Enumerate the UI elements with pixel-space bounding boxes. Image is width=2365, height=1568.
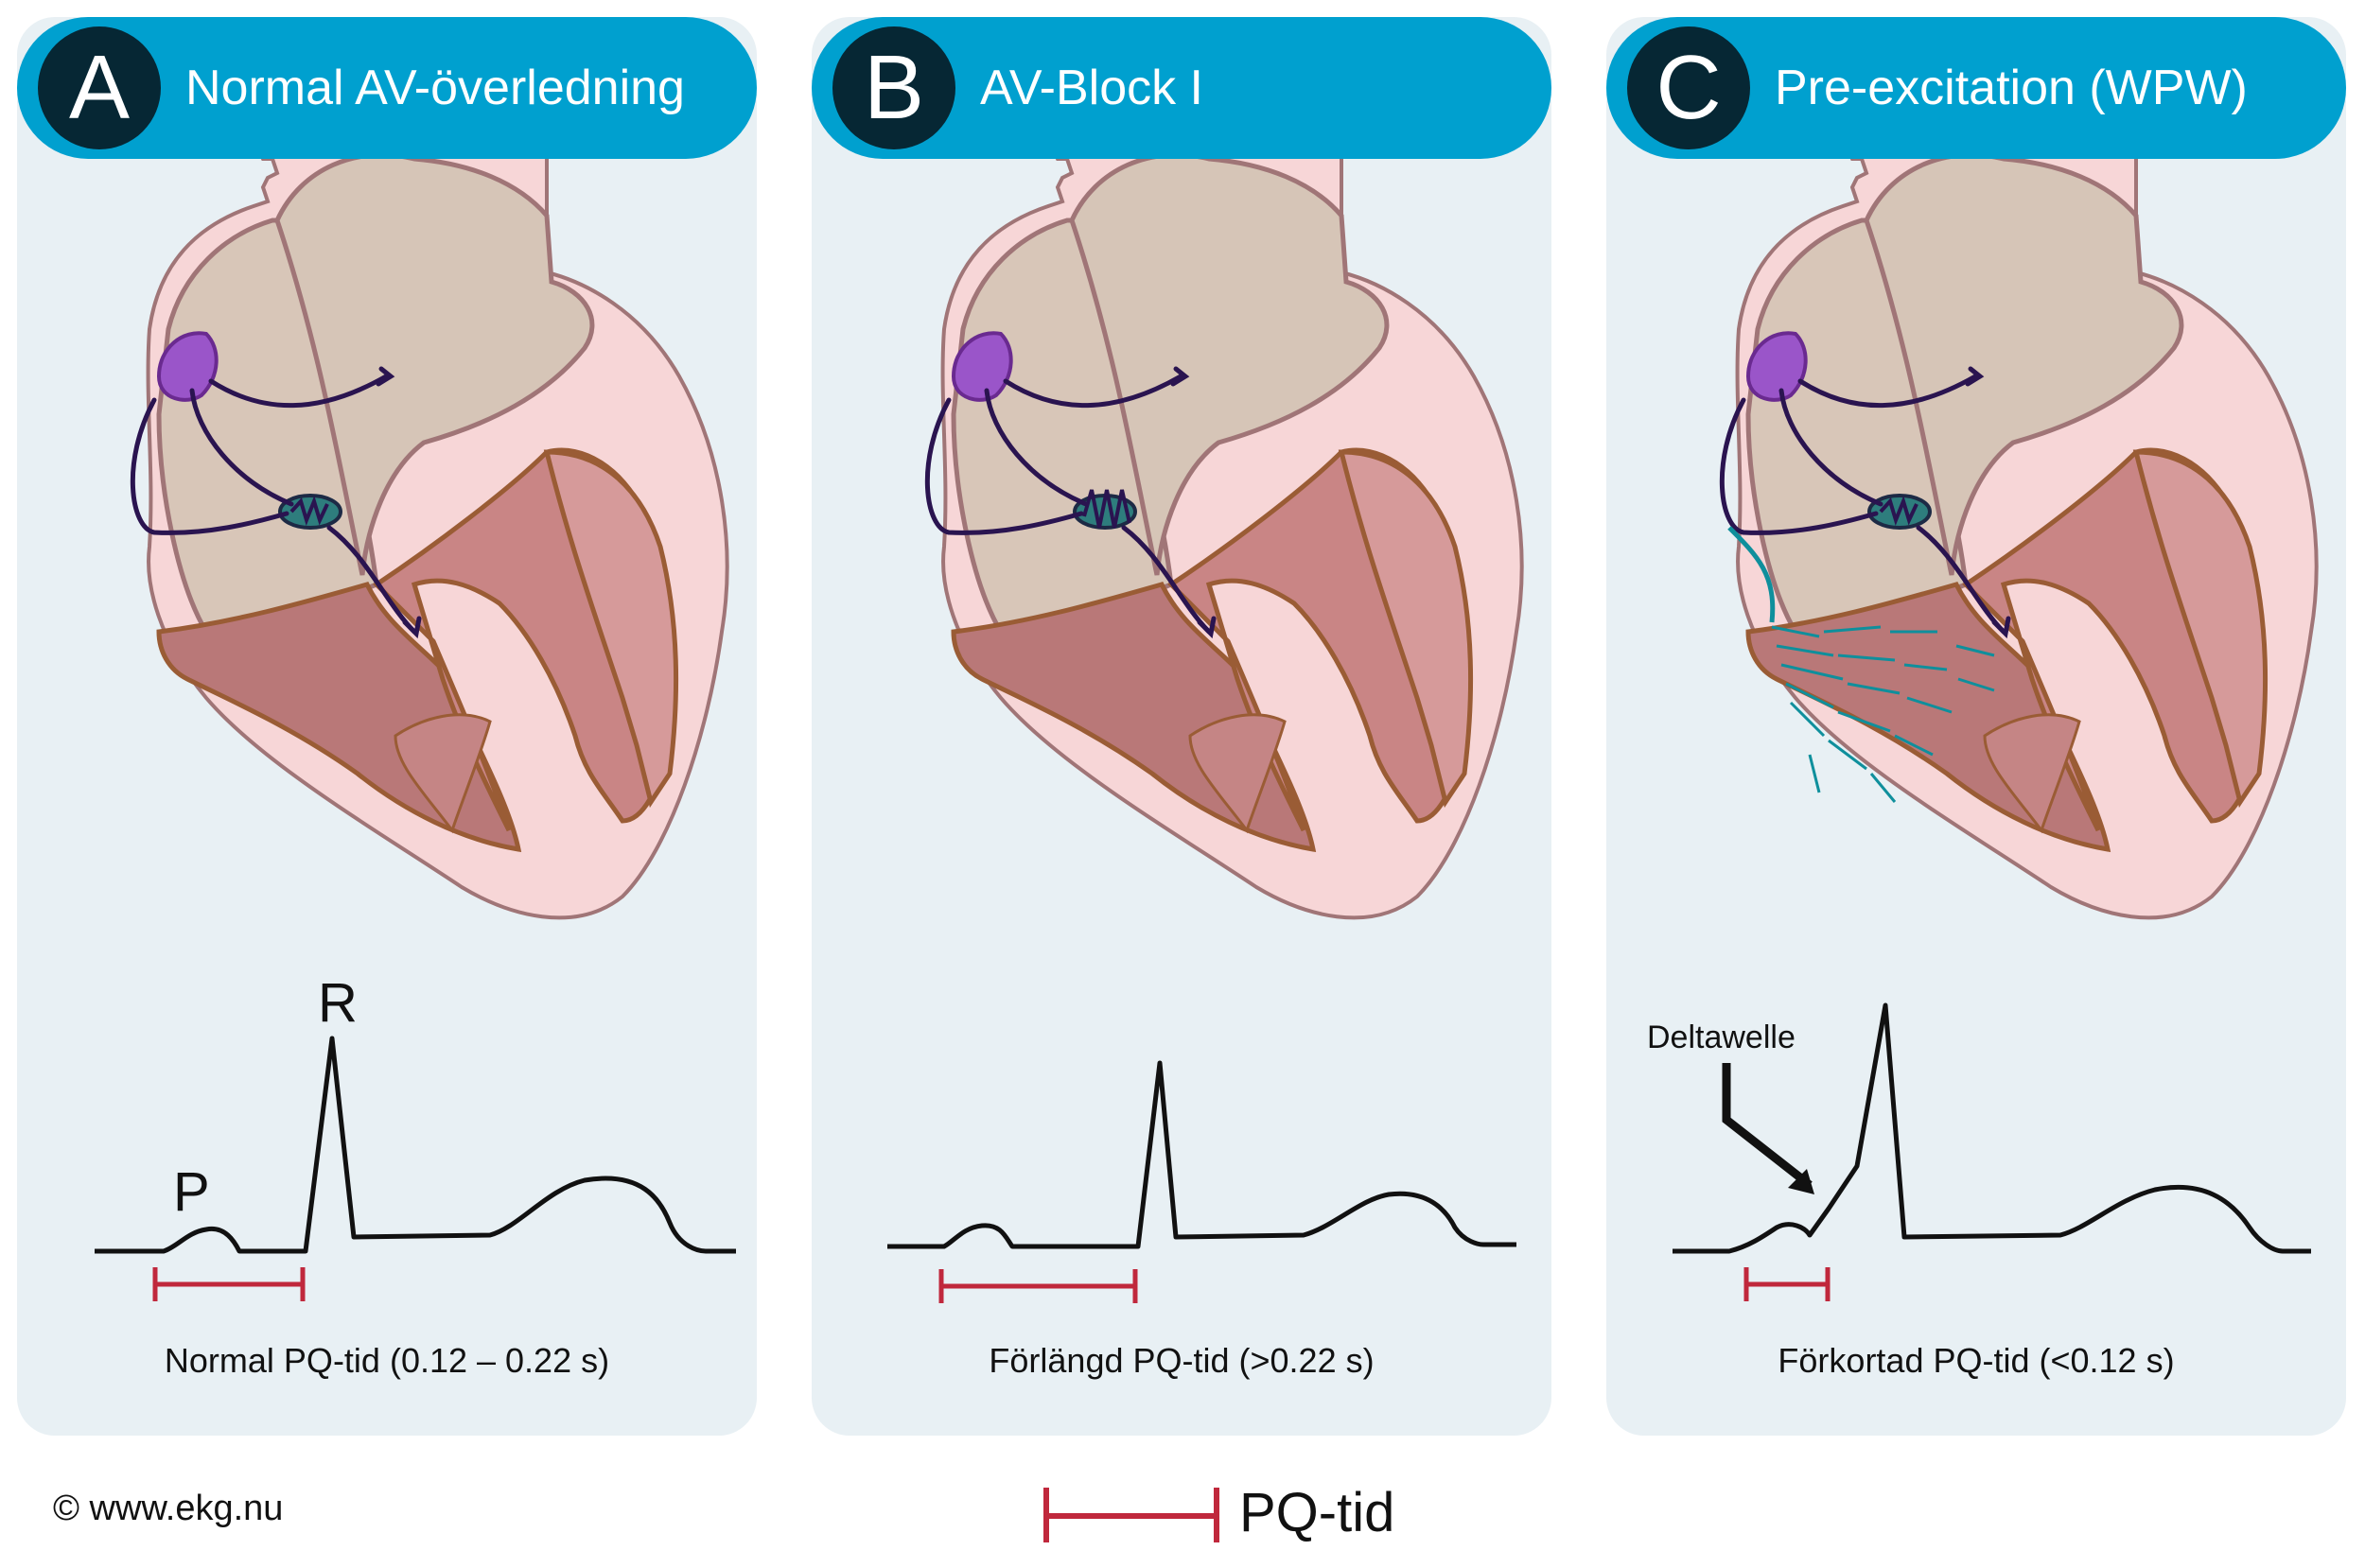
panel-b: B AV-Block I Förlängd PQ-tid (>0.22 s)	[812, 17, 1551, 1436]
accessory-pathway	[1727, 526, 1776, 623]
r-wave-label: R	[318, 972, 358, 1034]
delta-wave-arrow	[1722, 1063, 1814, 1194]
heart-diagram-b	[887, 17, 1551, 1303]
pq-legend-marker	[1043, 1488, 1219, 1542]
panel-caption-a: Normal PQ-tid (0.12 – 0.22 s)	[164, 1341, 610, 1380]
pq-interval-marker-a	[152, 1267, 306, 1301]
preexcitation-arrows	[1771, 625, 1995, 803]
panel-caption-c: Förkortad PQ-tid (<0.12 s)	[1778, 1341, 2175, 1380]
heart-diagram-a: P R	[95, 17, 736, 1301]
copyright-text: © www.ekg.nu	[53, 1489, 284, 1528]
delta-wave-label: Deltawelle	[1647, 1019, 1796, 1055]
panel-badge-b: B	[832, 26, 955, 149]
ecg-trace-b	[887, 1060, 1516, 1249]
panel-badge-c: C	[1627, 26, 1750, 149]
panel-badge-a: A	[38, 26, 161, 149]
pq-legend-label: PQ-tid	[1239, 1482, 1395, 1543]
p-wave-label: P	[173, 1161, 210, 1223]
panel-title-b: AV-Block I	[980, 61, 1204, 115]
panel-header-b: B AV-Block I	[812, 17, 1551, 159]
panel-caption-b: Förlängd PQ-tid (>0.22 s)	[989, 1341, 1375, 1380]
panel-c: Deltawelle C Pre-excitation (WPW) Förkor…	[1606, 17, 2346, 1436]
panel-title-a: Normal AV-överledning	[185, 61, 685, 115]
panel-a: P R A Normal AV-överledning Normal PQ-ti…	[17, 17, 757, 1436]
ecg-trace-a	[95, 1036, 736, 1254]
pq-interval-marker-c	[1743, 1267, 1831, 1301]
panel-header-a: A Normal AV-överledning	[17, 17, 757, 159]
pq-interval-marker-b	[938, 1269, 1138, 1303]
panel-title-c: Pre-excitation (WPW)	[1775, 61, 2248, 115]
heart-diagram-c: Deltawelle	[1647, 17, 2346, 1301]
ecg-trace-c	[1673, 1002, 2311, 1254]
panel-header-c: C Pre-excitation (WPW)	[1606, 17, 2346, 159]
